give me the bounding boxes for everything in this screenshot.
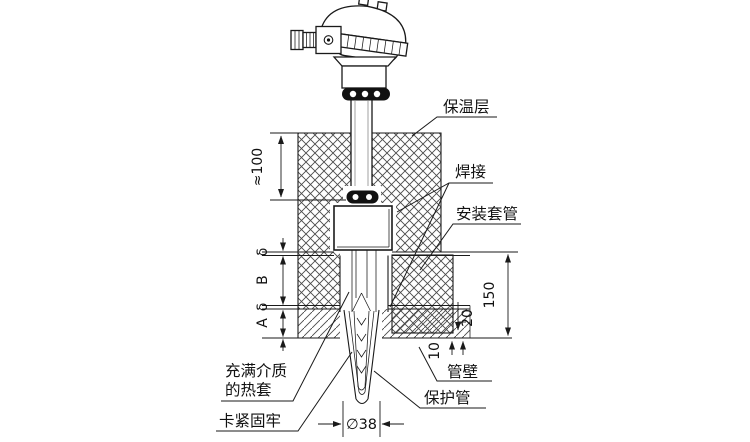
head-cap-group — [316, 0, 409, 63]
dim-a-text: A — [255, 318, 271, 328]
connection-head — [290, 0, 409, 89]
label-medium-sleeve-line1: 充满介质 — [225, 362, 287, 380]
dim-20-text: 20 — [460, 309, 476, 327]
label-insulation: 保温层 — [411, 98, 497, 137]
label-weld: 焊接 — [389, 163, 493, 308]
entry-port-icon — [323, 35, 334, 45]
sensor-stem-tube — [350, 98, 373, 194]
head-neck-block — [341, 65, 387, 89]
label-medium-sleeve-line2: 的热套 — [225, 381, 272, 399]
dim-wall-thickness: 10 — [427, 341, 466, 360]
dim-left-chain: δ B δ A — [255, 238, 286, 351]
dim-delta-top-text: δ — [255, 248, 271, 257]
label-protection-tube: 保护管 — [373, 370, 486, 409]
dim-protrusion: 20 — [455, 302, 476, 331]
dim-b-text: B — [255, 275, 271, 285]
coupling-nut-upper — [342, 87, 390, 101]
dim-10-text: 10 — [427, 342, 443, 360]
head-neck-taper — [332, 56, 398, 67]
conduit-entry — [290, 29, 317, 51]
dim-sleeve-height: 150 — [482, 254, 511, 336]
label-weld-text: 焊接 — [455, 163, 486, 181]
label-clamp: 卡紧固牢 — [216, 351, 353, 432]
label-mounting-sleeve: 安装套管 — [419, 205, 521, 271]
label-clamp-text: 卡紧固牢 — [219, 412, 281, 430]
label-pipe-wall: 管壁 — [418, 346, 492, 382]
dim-insertion-depth-text: ≈100 — [250, 148, 266, 186]
label-insulation-text: 保温层 — [443, 98, 490, 116]
label-protection-tube-text: 保护管 — [424, 389, 471, 407]
dim-150-text: 150 — [482, 282, 498, 309]
label-pipe-wall-text: 管壁 — [447, 363, 478, 381]
entry-port-dot — [326, 38, 331, 42]
sensor-element — [352, 292, 371, 391]
dim-diameter: ∅38 — [318, 401, 404, 437]
dim-dia38-text: ∅38 — [346, 417, 377, 433]
liner-lines — [262, 251, 518, 339]
dim-insertion-depth: ≈100 — [250, 132, 346, 201]
cap-screw-icon — [357, 0, 370, 7]
pipe-wall-hatch — [298, 309, 470, 338]
label-medium-sleeve: 充满介质 的热套 — [221, 291, 350, 402]
mounting-sleeve-box — [333, 205, 393, 251]
sleeve-and-sensor — [339, 250, 389, 405]
coupling-nut-lower — [346, 190, 379, 204]
label-mounting-sleeve-text: 安装套管 — [456, 205, 518, 223]
dim-delta-bottom-text: δ — [255, 303, 271, 312]
